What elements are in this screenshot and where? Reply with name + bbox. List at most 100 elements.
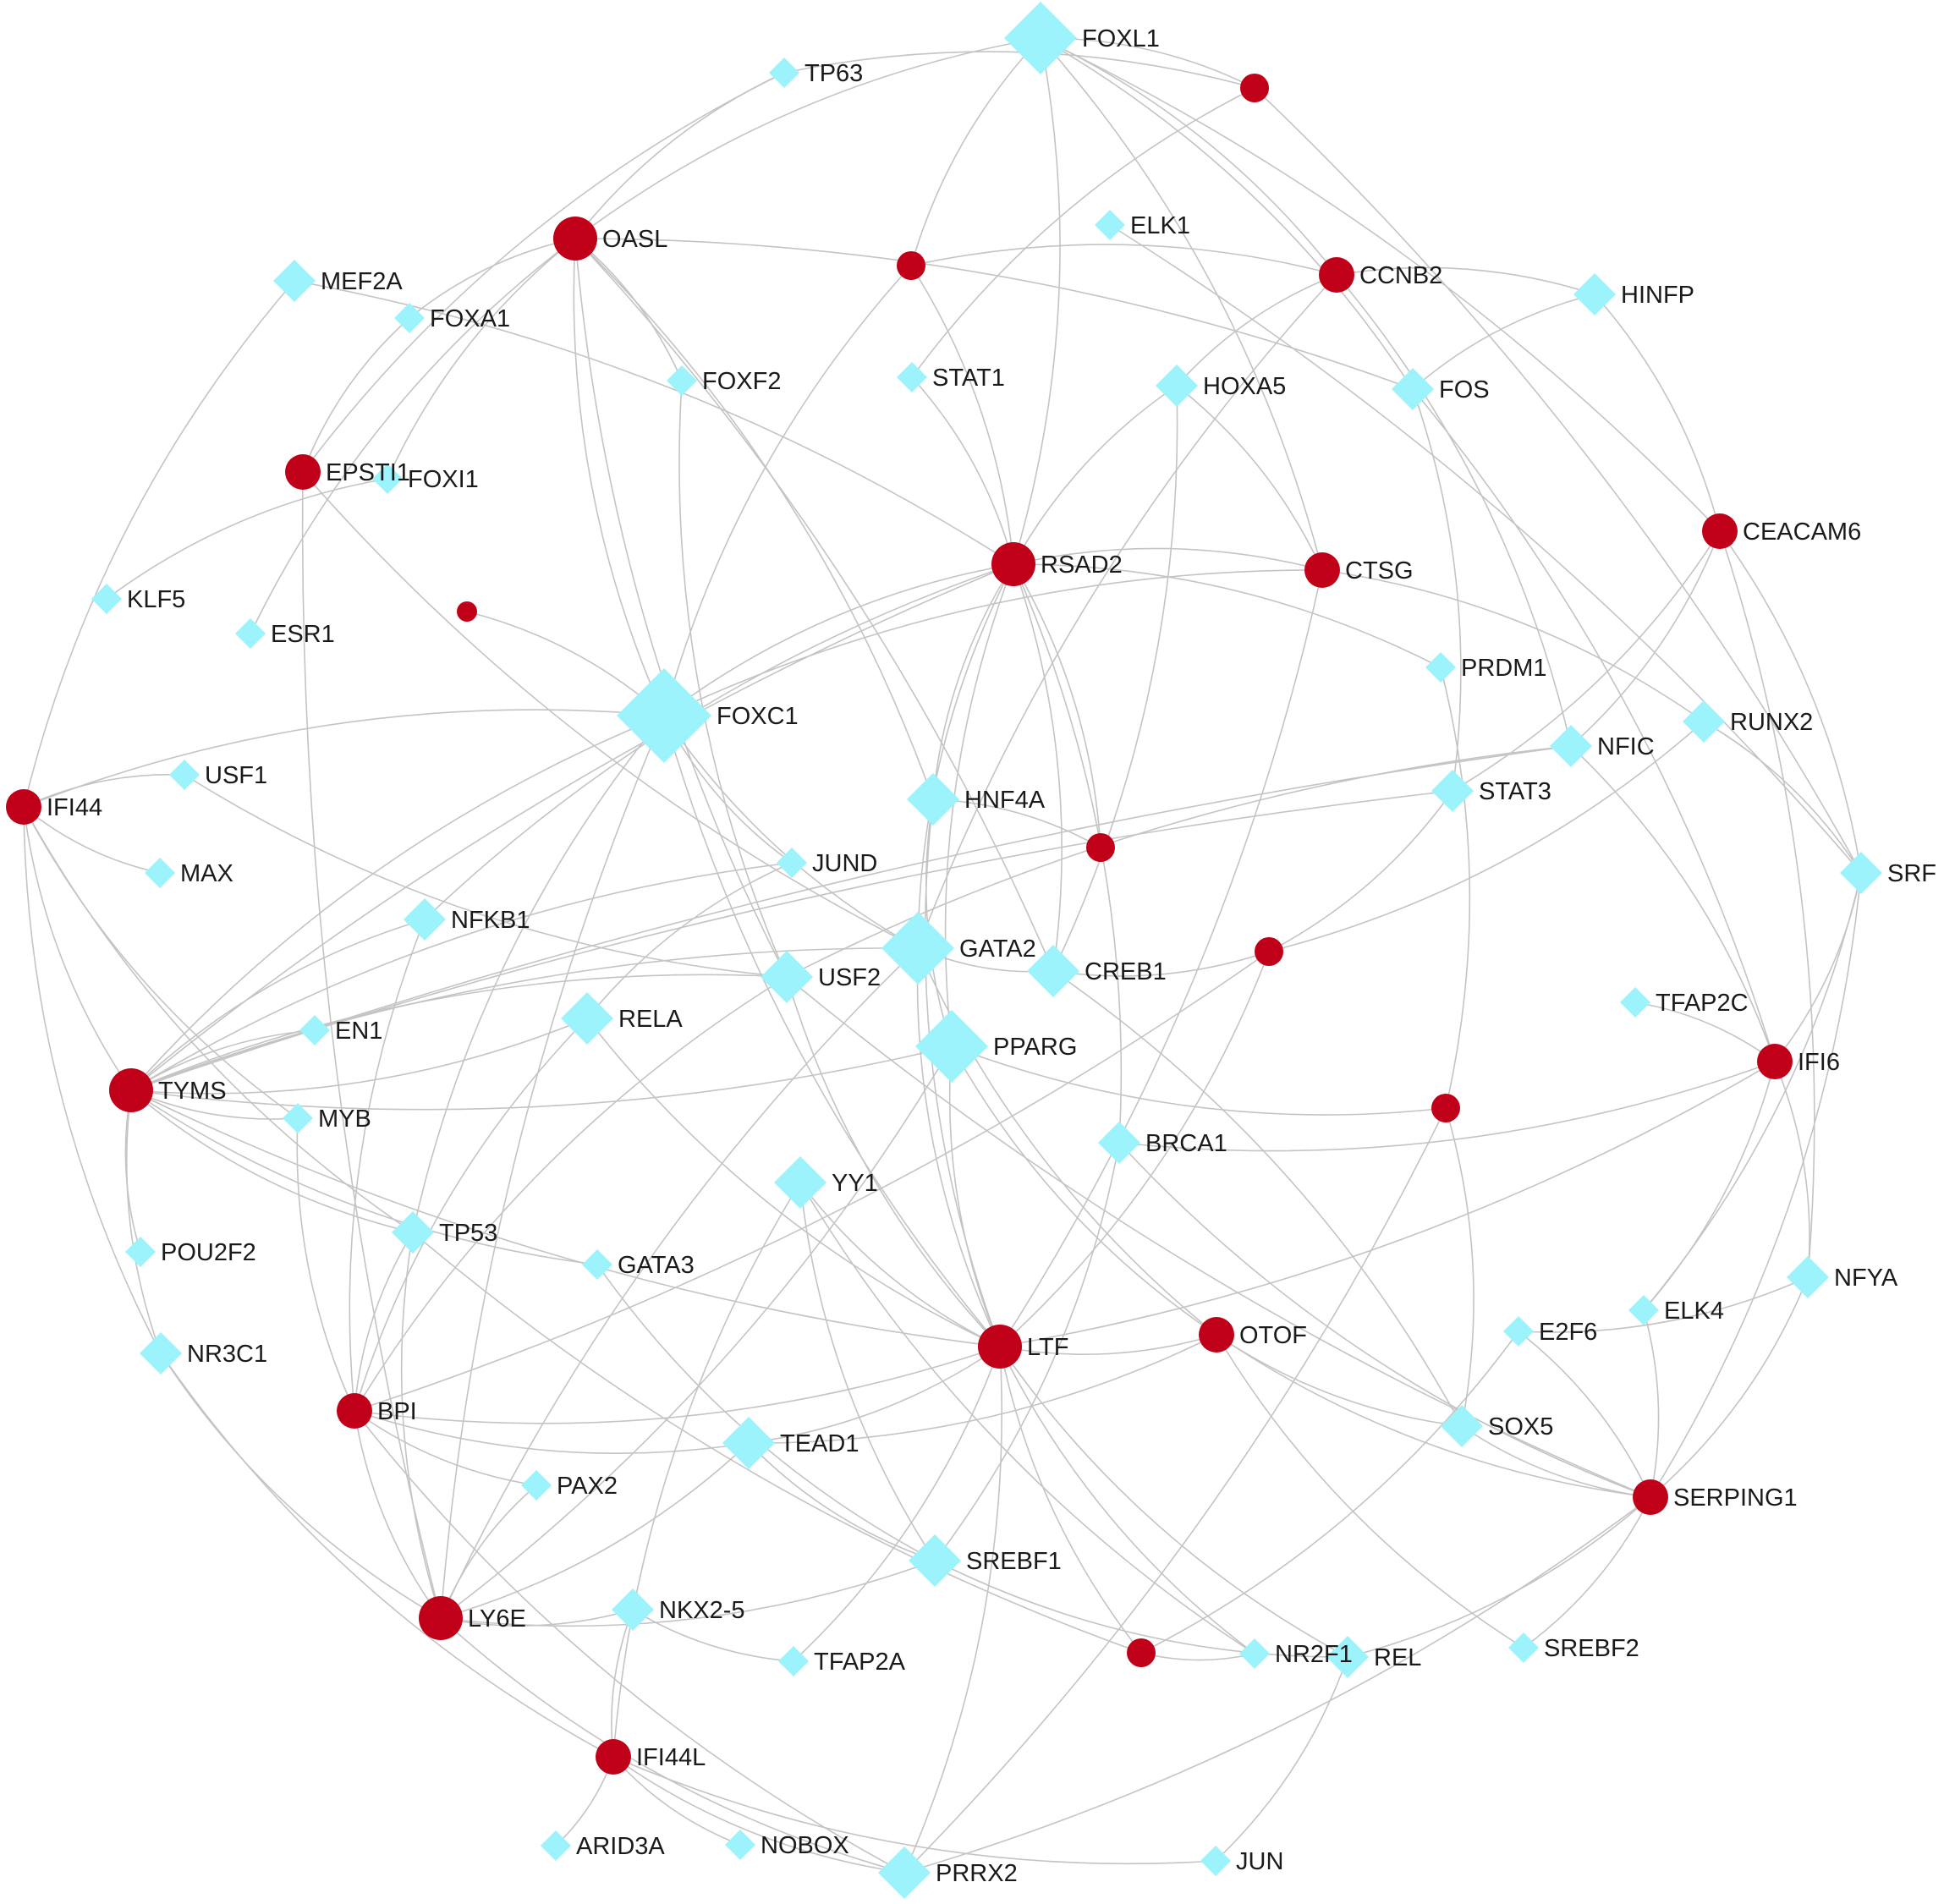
edge-oasl-foxa1 [409, 238, 576, 319]
node-label-max: MAX [180, 860, 233, 887]
gene-node-ifi44 [6, 789, 41, 825]
node-label-pax2: PAX2 [557, 1473, 618, 1500]
edge-creb1-g_creb [1052, 951, 1270, 977]
edge-sox5-serping1 [1461, 1425, 1651, 1498]
tf-node-prrx2 [878, 1846, 931, 1899]
edge-rela-ltf [586, 1018, 1001, 1347]
tf-node-pparg [915, 1010, 988, 1083]
node-label-prrx2: PRRX2 [936, 1860, 1018, 1887]
edge-stat3-g_creb [1268, 790, 1453, 952]
tf-node-jun [1200, 1846, 1231, 1876]
edge-foxl1-ccnb2 [1040, 37, 1337, 276]
edge-ceacam6-stat3 [1452, 530, 1721, 792]
tf-node-brca1 [1098, 1122, 1140, 1164]
edge-foxl1-g_stat [910, 37, 1041, 266]
tf-node-stat3 [1431, 770, 1474, 812]
edge-oasl-esr1 [250, 238, 576, 634]
node-label-mef2a: MEF2A [321, 268, 403, 295]
edge-runx2-g_creb [1268, 721, 1705, 952]
edge-ifi44l-prrx2 [612, 1756, 905, 1874]
edge-brca1-srebf1 [934, 1142, 1120, 1561]
edge-ifi44-max [23, 806, 161, 874]
gene-node-bpi [337, 1393, 372, 1429]
edge-gata2-ly6e [440, 947, 919, 1619]
edge-nkx2-5-ifi44l [611, 1609, 634, 1758]
node-label-ctsg: CTSG [1345, 557, 1414, 584]
tf-node-pax2 [521, 1470, 552, 1501]
node-label-bpi: BPI [377, 1398, 417, 1425]
edge-serping1-prrx2 [903, 1496, 1651, 1874]
edge-rsad2-nfkb1 [424, 563, 1014, 920]
node-label-arid3a: ARID3A [576, 1833, 665, 1860]
gene-node-ltf [978, 1325, 1022, 1369]
node-label-oasl: OASL [602, 226, 667, 253]
node-label-hinfp: HINFP [1621, 282, 1694, 309]
tf-node-fos [1392, 368, 1434, 410]
edge-ly6e-prrx2 [440, 1617, 905, 1874]
gene-node-g-right [1431, 1094, 1460, 1122]
edge-gata2-ltf [916, 947, 1001, 1347]
node-label-usf1: USF1 [205, 762, 267, 789]
edge-stat1-rsad2 [911, 376, 1014, 565]
tf-node-gata3 [582, 1249, 612, 1280]
node-label-ifi44l: IFI44L [636, 1744, 706, 1771]
node-label-pparg: PPARG [993, 1034, 1077, 1061]
edge-tyms-ltf [130, 1089, 1001, 1347]
edge-tead1-srebf1 [748, 1442, 936, 1561]
node-label-gata2: GATA2 [959, 936, 1036, 963]
edge-elk4-serping1 [1643, 1309, 1660, 1498]
edge-otof-srebf2 [1216, 1334, 1524, 1649]
edge-nr3c1-ifi44l [160, 1353, 614, 1758]
edge-oasl-creb1 [574, 238, 1054, 972]
node-label-prdm1: PRDM1 [1461, 655, 1547, 682]
edge-ltf-prrx2 [903, 1346, 1002, 1874]
node-layer [6, 2, 1882, 1899]
gene-node-g-top [1240, 74, 1269, 102]
edge-tp63-epsti1 [302, 72, 785, 473]
node-label-nobox: NOBOX [761, 1832, 849, 1859]
tf-node-en1 [299, 1015, 330, 1045]
tf-node-nfya [1787, 1256, 1829, 1298]
edge-rsad2-gata2 [917, 563, 1014, 949]
edge-fos-ifi6 [1412, 388, 1776, 1062]
edge-usf1-ifi44 [23, 773, 185, 808]
tf-node-elk1 [1095, 210, 1125, 240]
edge-rsad2-foxc1 [663, 563, 1014, 716]
edge-hinfp-ceacam6 [1594, 294, 1721, 532]
edge-ltf-otof [999, 1334, 1217, 1355]
gene-node-g-stat [897, 251, 925, 280]
node-label-ceacam6: CEACAM6 [1743, 519, 1861, 546]
edge-rela-tyms [130, 1018, 588, 1095]
node-label-foxi1: FOXI1 [408, 466, 479, 493]
edge-foxf2-usf2 [678, 380, 788, 978]
edge-rsad2-hnf4a [932, 563, 1014, 800]
edge-usf2-serping1 [786, 976, 1651, 1498]
tf-node-tfap2c [1620, 987, 1650, 1018]
edge-foxc1-ly6e [440, 715, 665, 1619]
edge-gata2-otof [917, 947, 1217, 1336]
gene-node-tyms [109, 1068, 153, 1112]
edge-g_stat-foxc1 [663, 265, 912, 716]
edge-ccnb2-nfic [1336, 274, 1572, 747]
node-label-tyms: TYMS [158, 1078, 227, 1105]
edge-foxl1-rsad2 [1013, 37, 1061, 565]
edge-srf-elk4 [1643, 872, 1862, 1311]
edge-tyms-tp53 [130, 1089, 414, 1233]
node-label-ifi6: IFI6 [1798, 1049, 1840, 1076]
tf-node-nr3c1 [140, 1332, 182, 1375]
edge-pax2-ly6e [440, 1484, 537, 1619]
edge-fos-stat3 [1412, 388, 1462, 792]
tf-node-usf1 [169, 760, 200, 790]
tf-node-klf5 [91, 584, 122, 614]
tf-node-esr1 [235, 618, 266, 649]
tf-node-tfap2a [778, 1646, 809, 1676]
tf-node-srebf1 [909, 1534, 961, 1587]
tf-node-foxa1 [394, 303, 425, 333]
edge-foxa1-epsti1 [302, 317, 410, 473]
edge-foxc1-tyms [130, 715, 665, 1091]
node-label-otof: OTOF [1239, 1322, 1307, 1349]
gene-node-g-creb [1255, 937, 1283, 966]
edge-e2f6-g_bottom [1140, 1331, 1519, 1654]
gene-node-otof [1199, 1317, 1234, 1353]
node-label-elk4: ELK4 [1664, 1298, 1724, 1325]
